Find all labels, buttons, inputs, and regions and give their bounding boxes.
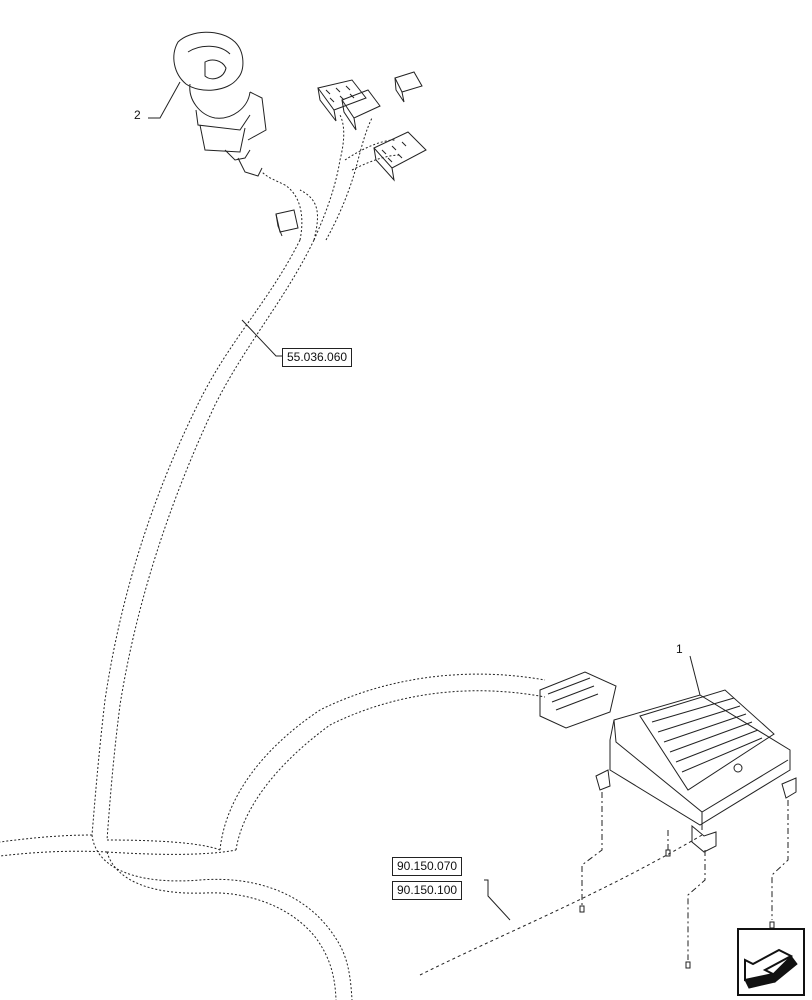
ref-55-leader (241, 319, 282, 357)
inline-connector (275, 209, 299, 237)
harness-connector-upper-right (394, 71, 423, 103)
previous-page-arrow-icon[interactable] (737, 928, 805, 996)
ref-90-leader (484, 879, 511, 921)
ref-mount-90-150-070[interactable]: 90.150.070 (392, 857, 463, 876)
harness-connector-lower-right (373, 131, 427, 182)
reference-leader-dashed (419, 834, 703, 976)
wire-harness (0, 114, 546, 1000)
ecu-module-icon (595, 689, 797, 853)
ref-harness-55-036-060[interactable]: 55.036.060 (282, 348, 353, 367)
ref-mount-90-150-100[interactable]: 90.150.100 (392, 881, 463, 900)
fastener-leaders (581, 792, 789, 960)
arrow-glyph (744, 948, 798, 989)
harness-connector-upper-left (317, 79, 367, 122)
joystick-icon (173, 31, 267, 177)
callout-item-1: 1 (676, 642, 683, 656)
harness-connector-upper-middle (341, 89, 381, 131)
callout-2-leader (148, 81, 181, 119)
callout-item-2: 2 (134, 108, 141, 122)
ecu-connector (539, 671, 617, 729)
callout-1-leader (689, 655, 701, 696)
